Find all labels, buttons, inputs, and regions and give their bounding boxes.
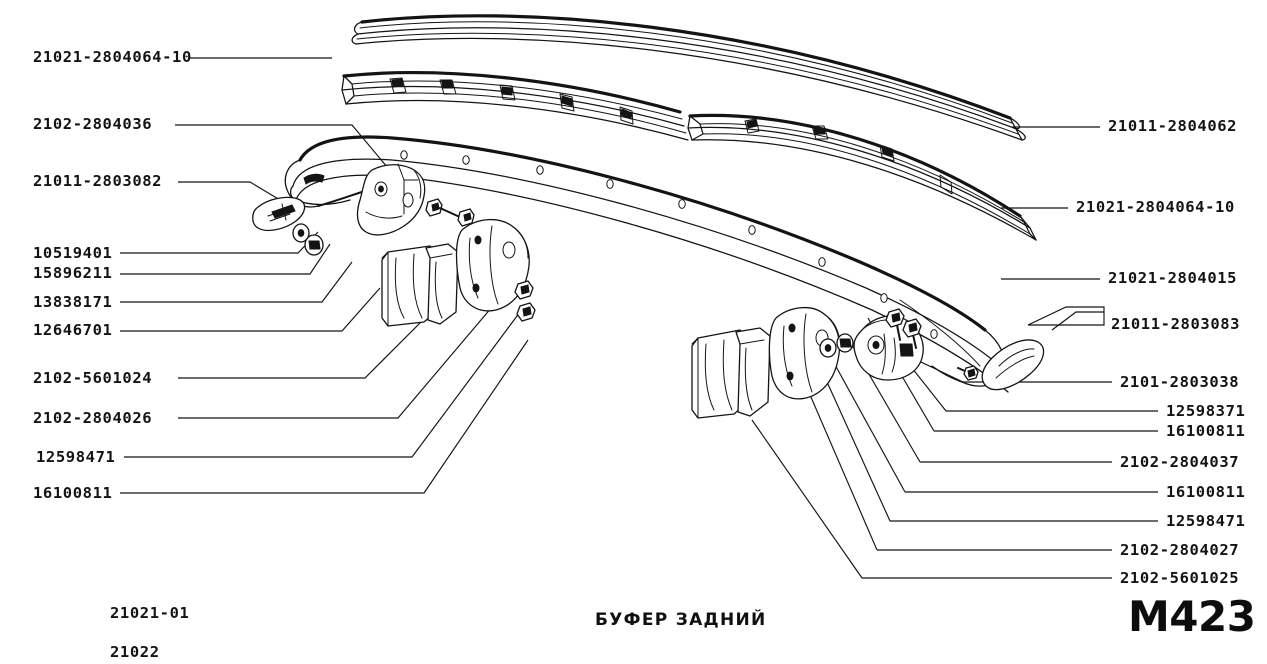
part-number-label: 2102-2804037	[1120, 453, 1240, 471]
page-code: М423	[1128, 592, 1256, 641]
right-bracket-assembly	[691, 307, 979, 419]
part-number-label: 2102-2804026	[33, 409, 153, 427]
part-number-label: 21011-2803083	[1111, 315, 1241, 333]
part-number-label: 12598471	[36, 448, 116, 466]
right-stamped-bracket	[691, 327, 771, 419]
part-number-label: 2101-2803038	[1120, 373, 1240, 391]
part-number-label: 21011-2804062	[1108, 117, 1238, 135]
lower-trim-strip-right	[687, 113, 1037, 241]
upper-trim-strip	[351, 14, 1026, 141]
lower-trim-strip-left	[341, 71, 689, 141]
left-bolt-stack	[425, 198, 475, 227]
left-washers	[292, 223, 324, 256]
part-number-label: 16100811	[33, 484, 113, 502]
part-number-label: 2102-2804027	[1120, 541, 1240, 559]
part-number-label: 21011-2803082	[33, 172, 163, 190]
part-number-label: 10519401	[33, 244, 113, 262]
right-mount-bracket	[853, 308, 924, 381]
part-number-label: 13838171	[33, 293, 113, 311]
part-number-label: 12598371	[1166, 402, 1246, 420]
part-number-label: 21021-2804015	[1108, 269, 1238, 287]
leader-lines-right	[751, 126, 1158, 579]
main-bumper-bar	[284, 135, 1009, 393]
part-number-label: 21021-2804064-10	[1076, 198, 1235, 216]
part-number-label: 12598471	[1166, 512, 1246, 530]
left-rubber-end-cap	[252, 196, 306, 232]
part-number-label: 16100811	[1166, 422, 1246, 440]
part-number-label: 2102-5601024	[33, 369, 153, 387]
right-rubber-end-cap	[981, 339, 1045, 391]
part-number-label: 16100811	[1166, 483, 1246, 501]
part-number-label: 12646701	[33, 321, 113, 339]
part-number-label: 15896211	[33, 264, 113, 282]
footer-code-1: 21021-01	[110, 604, 190, 622]
left-stamped-bracket	[381, 243, 459, 327]
left-cast-bracket	[455, 219, 530, 312]
part-number-label: 2102-5601025	[1120, 569, 1240, 587]
footer-code-2: 21022	[110, 643, 160, 661]
right-fasteners	[819, 333, 854, 358]
left-nuts	[514, 280, 536, 322]
part-number-label: 21021-2804064-10	[33, 48, 192, 66]
page-title: БУФЕР ЗАДНИЙ	[595, 610, 767, 630]
leader-lines-left	[120, 57, 529, 494]
right-end-bolt	[957, 365, 979, 381]
bumper-bar-studs	[400, 150, 938, 339]
part-number-label: 2102-2804036	[33, 115, 153, 133]
left-bracket-assembly	[292, 163, 536, 327]
